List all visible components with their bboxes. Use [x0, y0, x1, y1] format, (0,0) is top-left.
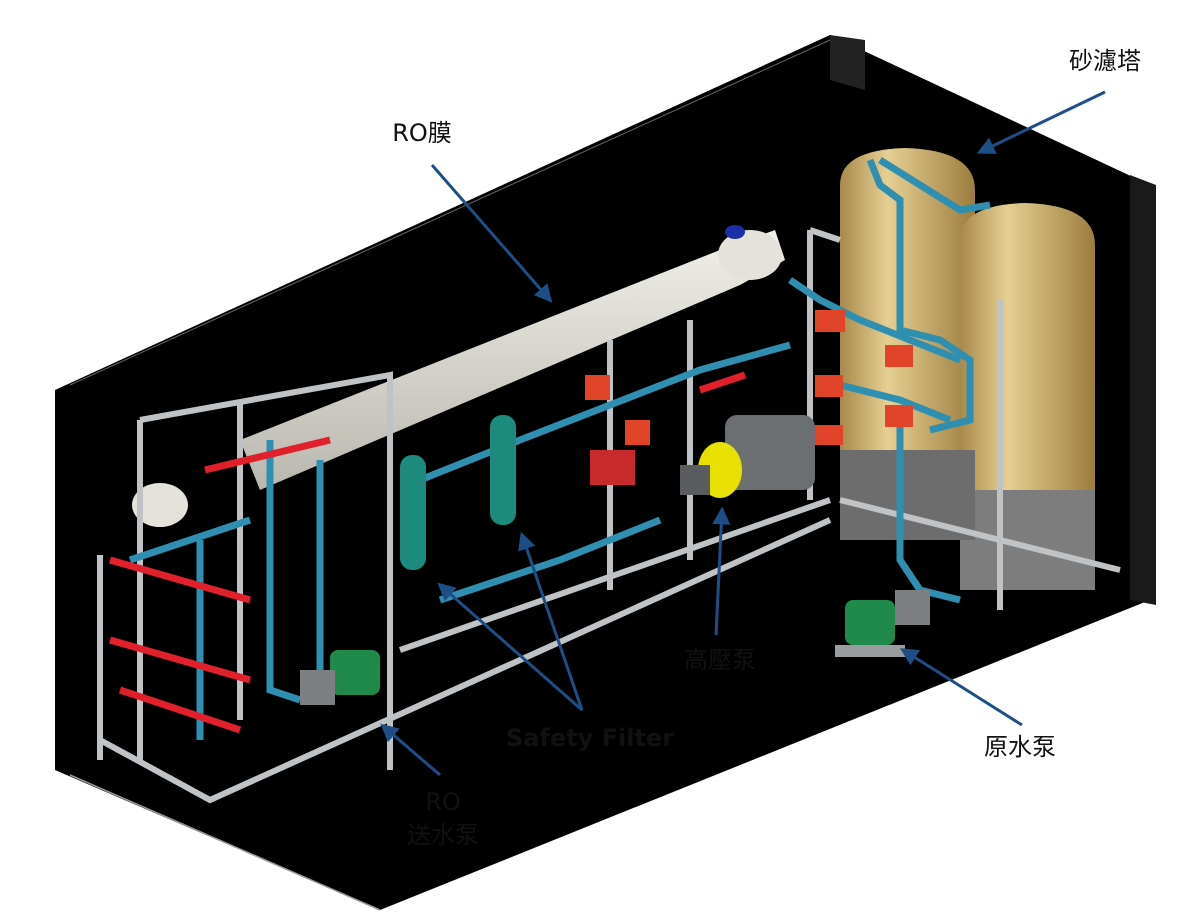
- safety-filters: [400, 415, 516, 570]
- piping-red: [109, 371, 747, 734]
- arrow-ro-feed-pump: [380, 723, 441, 777]
- label-high-pressure-pump: 高壓泵: [684, 646, 756, 674]
- ro-feed-pump: [300, 650, 380, 705]
- label-ro-feed-pump-line2: 送水泵: [407, 821, 479, 849]
- ro-membrane-vessel: [132, 225, 785, 527]
- label-ro-feed-pump-line1: RO: [425, 788, 461, 816]
- label-sand-filter-tower: 砂濾塔: [1069, 47, 1141, 75]
- sand-filter-tanks: [840, 148, 1095, 590]
- arrow-safety-filter-1: [437, 582, 583, 712]
- label-safety-filter: Safety Filter: [505, 724, 675, 752]
- high-pressure-pump: [680, 415, 815, 498]
- raw-water-pump: [835, 590, 930, 657]
- skid-frame: [97, 227, 1121, 804]
- label-ro-membrane: RO膜: [392, 119, 452, 147]
- arrow-raw-water-pump: [899, 648, 1023, 727]
- valve-actuators: [585, 310, 913, 485]
- label-raw-water-pump: 原水泵: [984, 733, 1056, 761]
- arrow-ro-membrane: [430, 164, 553, 303]
- arrow-high-pressure-pump: [712, 506, 731, 636]
- arrow-safety-filter-2: [518, 531, 584, 711]
- arrow-sand-filter: [976, 90, 1106, 154]
- callout-arrows: [380, 90, 1106, 777]
